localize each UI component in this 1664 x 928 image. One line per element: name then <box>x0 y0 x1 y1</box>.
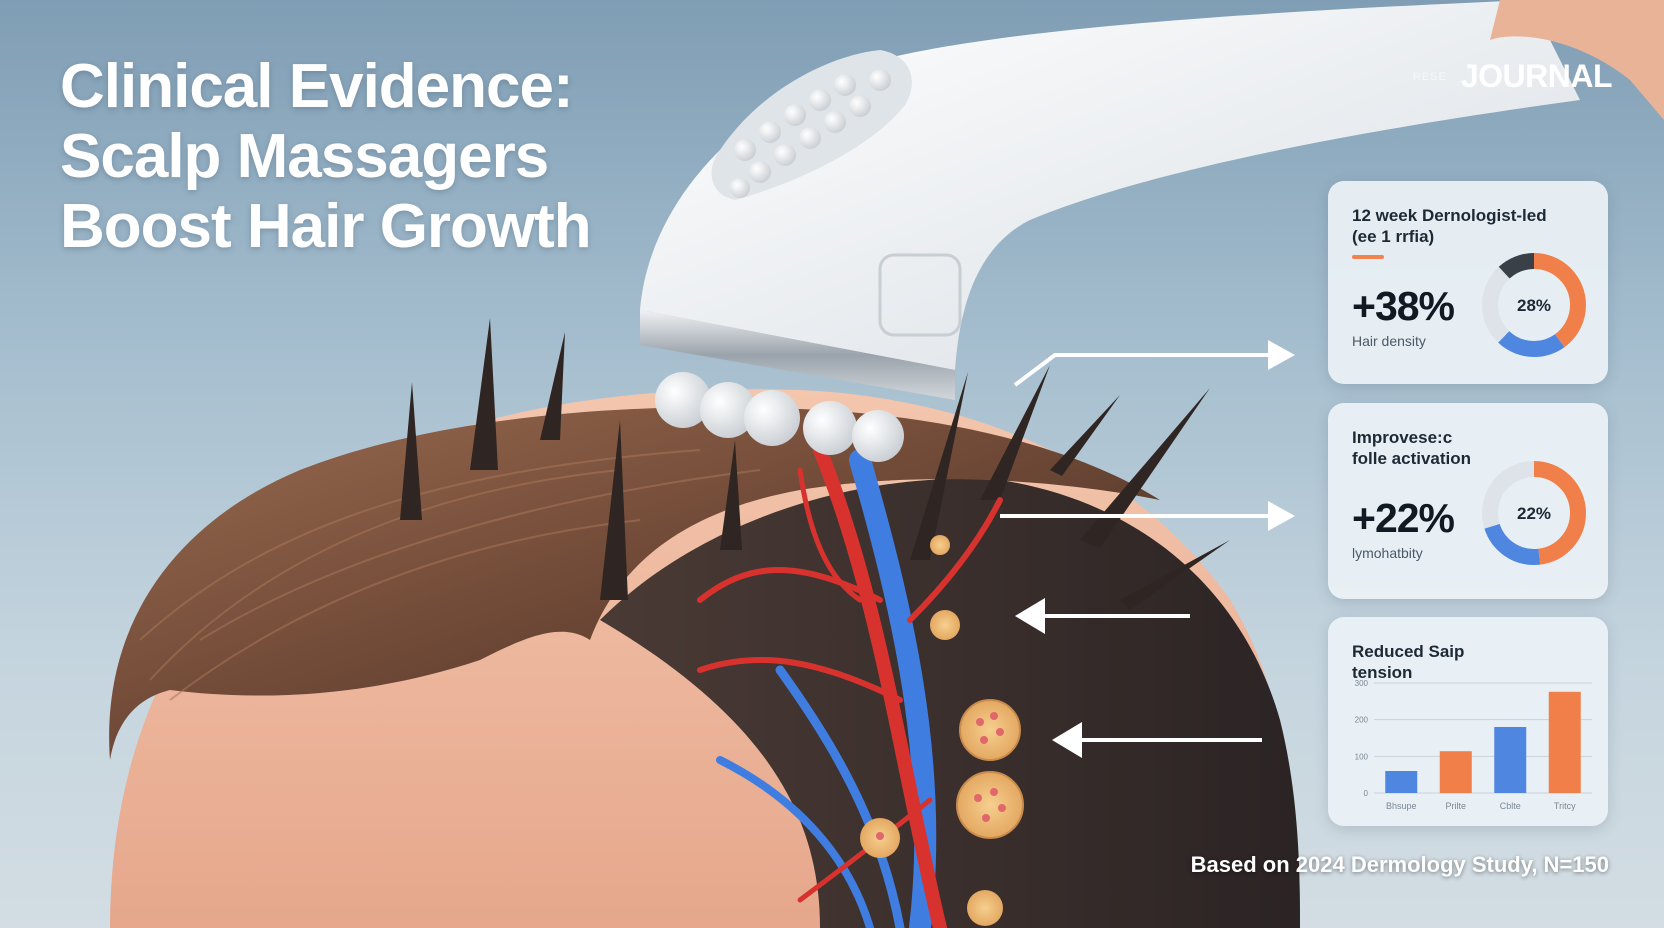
indicator-arrows <box>1000 340 1295 758</box>
bar-2 <box>1494 727 1527 793</box>
blood-vessels <box>697 443 1003 928</box>
card-label: Reduced Saip tension <box>1352 641 1464 683</box>
y-tick-label: 100 <box>1355 752 1369 761</box>
page-title: Clinical Evidence: Scalp Massagers Boost… <box>60 52 592 262</box>
title-line: Boost Hair Growth <box>60 192 592 261</box>
donut-label: 28% <box>1517 296 1551 315</box>
y-tick-label: 200 <box>1355 716 1369 725</box>
y-tick-label: 300 <box>1355 679 1369 688</box>
donut-segments <box>1482 253 1586 357</box>
follicles <box>860 535 1024 926</box>
massager-device <box>640 0 1664 462</box>
x-tick-label: Prilte <box>1445 801 1466 811</box>
y-tick-label: 0 <box>1364 789 1369 798</box>
donut-segment-3 <box>1482 253 1586 357</box>
hair-strands <box>139 449 761 701</box>
donut-label: 22% <box>1517 504 1551 523</box>
bar-3 <box>1548 691 1581 793</box>
title-line: Scalp Massagers <box>60 122 549 191</box>
bar-0 <box>1385 771 1418 793</box>
study-footnote: Based on 2024 Dermology Study, N=150 <box>1190 852 1609 877</box>
stat-value: +38% <box>1352 283 1455 329</box>
card-label-line: (ee 1 rrfia) <box>1352 227 1435 246</box>
bar-1 <box>1439 751 1472 793</box>
x-tick-label: Bhsupe <box>1386 801 1417 811</box>
donut-chart: 28% <box>1482 253 1586 357</box>
stat-card-follicle-activation: Improvese:c folle activation +22% lymoha… <box>1328 403 1608 599</box>
donut-segment-2 <box>1482 253 1586 357</box>
hair-spikes <box>400 318 1230 610</box>
stat-card-hair-density: 12 week Dernologist-led (ee 1 rrfia) +38… <box>1328 181 1608 384</box>
stat-caption: Hair density <box>1352 333 1426 349</box>
card-label: 12 week Dernologist-led (ee 1 rrfia) <box>1352 205 1547 247</box>
card-label-line: folle activation <box>1352 449 1472 468</box>
card-label-line: 12 week Dernologist-led <box>1352 206 1547 225</box>
card-label-line: Reduced Saip <box>1352 642 1465 661</box>
donut-segments <box>1482 461 1586 565</box>
brand-name: JOURNAL <box>1460 58 1613 94</box>
x-tick-label: Cblte <box>1500 801 1521 811</box>
brand-sub: RESE <box>1412 70 1447 83</box>
card-label: Improvese:c folle activation <box>1352 427 1471 469</box>
donut-segment-1 <box>1482 461 1586 565</box>
donut-segment-1 <box>1482 253 1586 357</box>
stat-value: +22% <box>1352 495 1455 541</box>
dark-hair <box>600 478 1300 928</box>
accent-bar <box>1352 255 1384 259</box>
card-label-line: Improvese:c <box>1352 428 1453 447</box>
x-tick-label: Tritcy <box>1554 801 1576 811</box>
title-line: Clinical Evidence: <box>60 52 574 121</box>
donut-segment-2 <box>1482 461 1586 565</box>
journal-brand: RESE JOURNAL <box>1412 58 1613 95</box>
card-label-line: tension <box>1352 663 1413 682</box>
brown-hair <box>109 407 1161 760</box>
donut-chart: 22% <box>1482 461 1586 565</box>
stat-caption: lymohatbity <box>1352 545 1423 561</box>
